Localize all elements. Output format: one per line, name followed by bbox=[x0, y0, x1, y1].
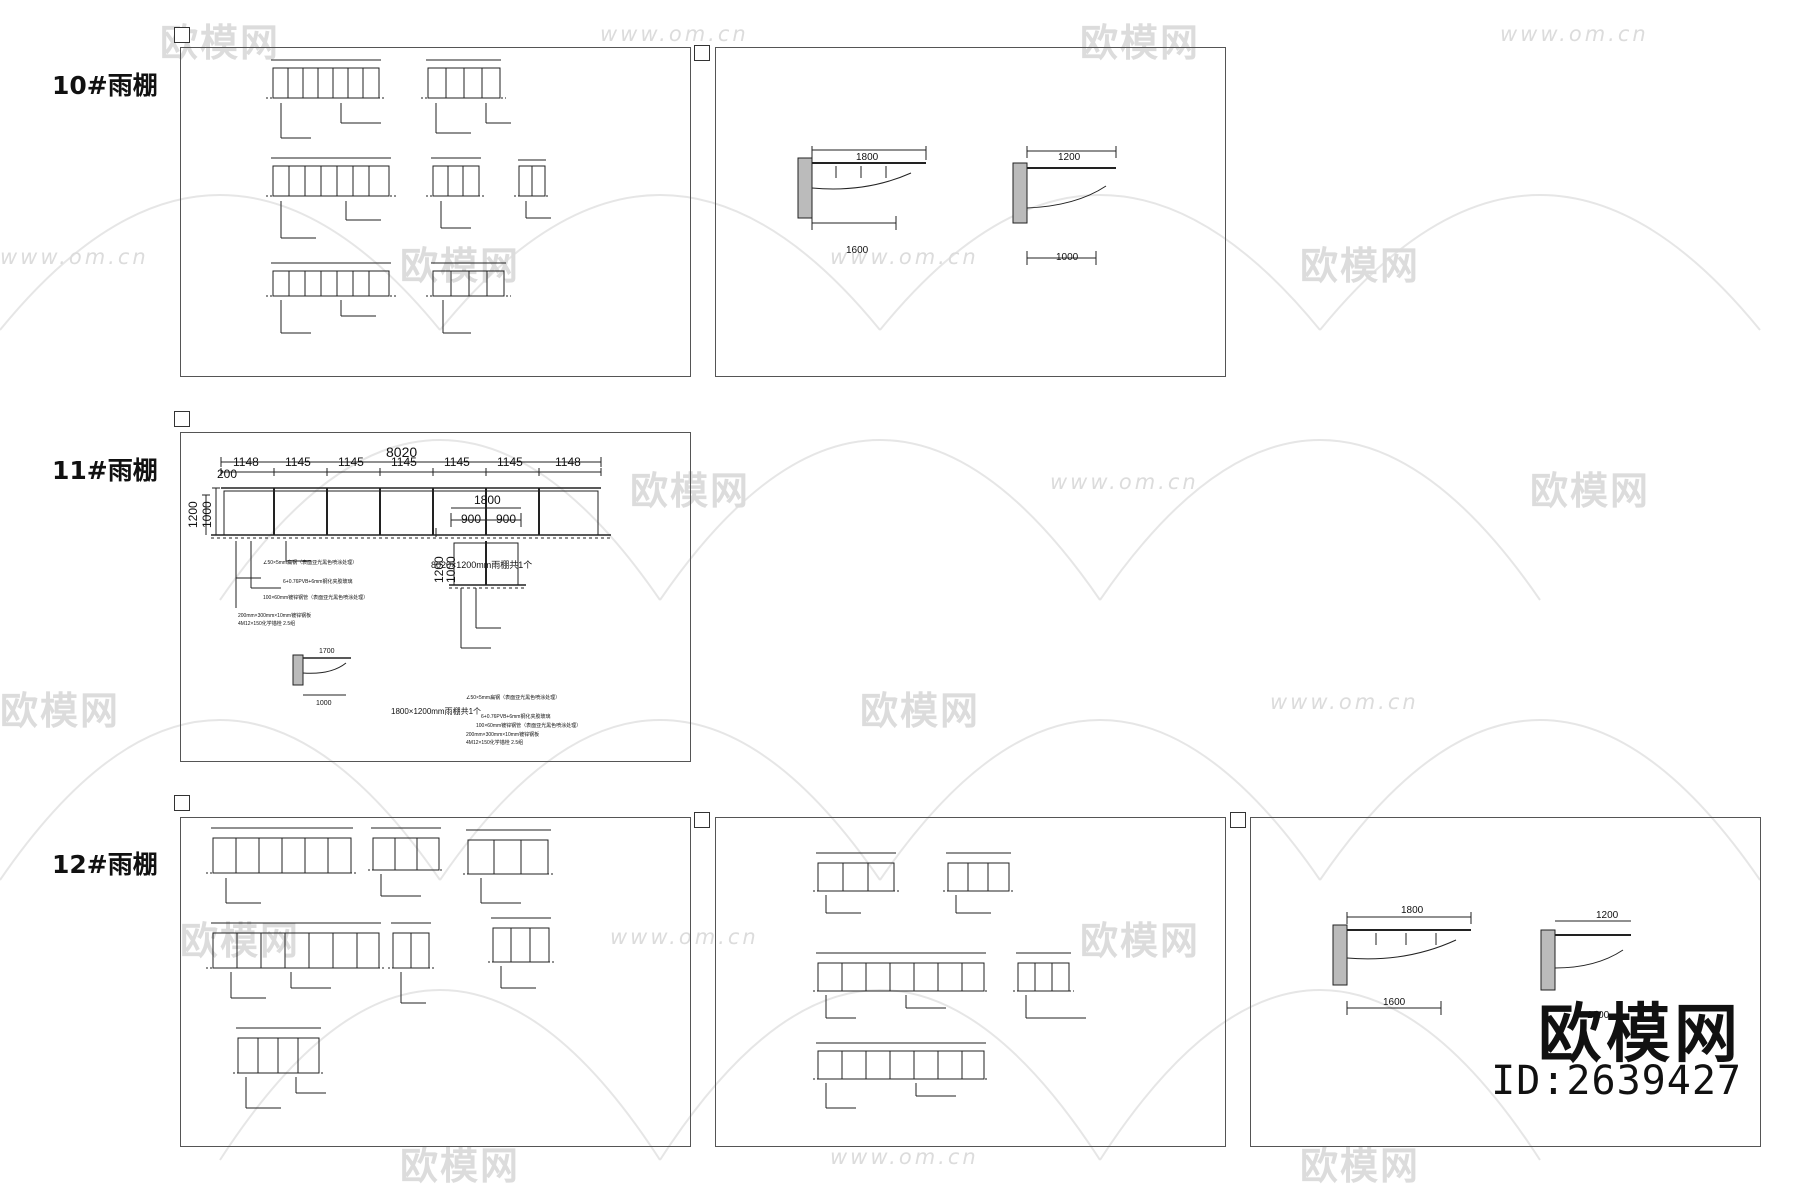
row-label-12: 12#雨棚 bbox=[52, 850, 158, 879]
section-a-bottom-dim: 1600 bbox=[846, 245, 869, 256]
watermark-url: www.om.cn bbox=[830, 1145, 979, 1169]
note-line: 200mm×300mm×10mm镀锌钢板 bbox=[238, 612, 311, 619]
note-line: 6+0.76PVB+6mm钢化夹胶玻璃 bbox=[481, 713, 550, 720]
drawing-sheet-12-elevations-b[interactable] bbox=[715, 817, 1226, 1147]
watermark-brand: 欧模网 bbox=[0, 689, 121, 733]
section-width-dim: 1700 bbox=[319, 648, 335, 655]
height-inner-dim: 1000 bbox=[200, 501, 214, 528]
row-label-10: 10#雨棚 bbox=[52, 71, 158, 100]
segment-dim: 1148 bbox=[555, 455, 581, 469]
elevation-drawings bbox=[206, 827, 554, 1109]
note-line: 4M12×150化学锚栓 2.5组 bbox=[238, 620, 295, 627]
watermark-url: www.om.cn bbox=[1270, 690, 1419, 714]
watermark-brand: 欧模网 bbox=[860, 689, 981, 733]
note-line: 100×60mm镀锌钢管（表面亚光黑色喷涂处理） bbox=[476, 722, 581, 729]
segment-dim: 1145 bbox=[338, 455, 364, 469]
segment-dim: 1148 bbox=[233, 455, 259, 469]
elevation-drawings bbox=[813, 852, 1086, 1109]
small-segment-dim: 900 bbox=[461, 512, 481, 526]
sheet-select-checkbox[interactable] bbox=[174, 795, 190, 811]
sheet-select-checkbox[interactable] bbox=[1230, 812, 1246, 828]
drawing-sheet-10-elevations[interactable] bbox=[180, 47, 691, 377]
section-b-bottom-dim: 1000 bbox=[1587, 1010, 1610, 1021]
watermark-brand: 欧模网 bbox=[1530, 469, 1651, 513]
caption-small: 1800×1200mm雨棚共1个 bbox=[391, 706, 481, 716]
watermark-url: www.om.cn bbox=[1050, 470, 1199, 494]
section-drawings: 1800 1600 1200 1000 bbox=[1332, 905, 1631, 1021]
drawing-sheet-11[interactable]: 8020 1148 1145 1145 1145 1145 1145 1148 … bbox=[180, 432, 691, 762]
small-total-dim: 1800 bbox=[474, 493, 501, 507]
drawing-sheet-12-elevations-a[interactable] bbox=[180, 817, 691, 1147]
row-label-11: 11#雨棚 bbox=[52, 456, 158, 485]
section-b-bottom-dim: 1000 bbox=[1056, 252, 1079, 263]
small-height-inner-dim: 1000 bbox=[444, 556, 458, 583]
watermark-url: www.om.cn bbox=[0, 245, 149, 269]
watermark-brand: 欧模网 bbox=[1300, 244, 1421, 288]
small-segment-dim: 900 bbox=[496, 512, 516, 526]
note-line: ∠50×5mm扁钢（表面亚光黑色喷涂处理） bbox=[263, 559, 357, 566]
section-drawings: 1800 1600 1200 1000 bbox=[797, 146, 1117, 265]
section-a-top-dim: 1800 bbox=[1401, 905, 1424, 916]
note-line: 4M12×150化学锚栓 2.5组 bbox=[466, 739, 523, 746]
segment-dim: 1145 bbox=[391, 455, 417, 469]
sheet-select-checkbox[interactable] bbox=[694, 45, 710, 61]
section-b-top-dim: 1200 bbox=[1058, 152, 1081, 163]
drawing-sheet-12-sections[interactable]: 1800 1600 1200 1000 bbox=[1250, 817, 1761, 1147]
watermark-url: www.om.cn bbox=[600, 22, 749, 46]
total-width-dim: 8020 bbox=[386, 444, 417, 460]
height-outer-dim: 1200 bbox=[186, 501, 200, 528]
segment-dim: 1145 bbox=[444, 455, 470, 469]
section-a-bottom-dim: 1600 bbox=[1383, 997, 1406, 1008]
caption-main: 8020×1200mm雨棚共1个 bbox=[431, 559, 532, 570]
model-id-label: ID:2639427 bbox=[1491, 1058, 1742, 1104]
note-line: 200mm×300mm×10mm镀锌钢板 bbox=[466, 731, 539, 738]
note-line: 100×60mm镀锌钢管（表面亚光黑色喷涂处理） bbox=[263, 594, 368, 601]
brand-logo-text: 欧模网 bbox=[1538, 998, 1742, 1072]
offset-dim: 200 bbox=[217, 467, 237, 481]
canopy-11-drawing: 8020 1148 1145 1145 1145 1145 1145 1148 … bbox=[186, 444, 611, 746]
segment-dim: 1145 bbox=[285, 455, 311, 469]
sheet-select-checkbox[interactable] bbox=[174, 27, 190, 43]
note-line: 6+0.76PVB+6mm钢化夹胶玻璃 bbox=[283, 578, 352, 585]
small-height-outer-dim: 1200 bbox=[432, 556, 446, 583]
watermark-url: www.om.cn bbox=[1500, 22, 1649, 46]
segment-dim: 1145 bbox=[497, 455, 523, 469]
sheet-select-checkbox[interactable] bbox=[694, 812, 710, 828]
note-line: ∠50×5mm扁钢（表面亚光黑色喷涂处理） bbox=[466, 694, 560, 701]
section-b-top-dim: 1200 bbox=[1596, 910, 1619, 921]
section-base-dim: 1000 bbox=[316, 700, 332, 707]
drawing-sheet-10-sections[interactable]: 1800 1600 1200 1000 bbox=[715, 47, 1226, 377]
sheet-select-checkbox[interactable] bbox=[174, 411, 190, 427]
elevation-drawings bbox=[266, 59, 551, 334]
section-a-top-dim: 1800 bbox=[856, 152, 879, 163]
